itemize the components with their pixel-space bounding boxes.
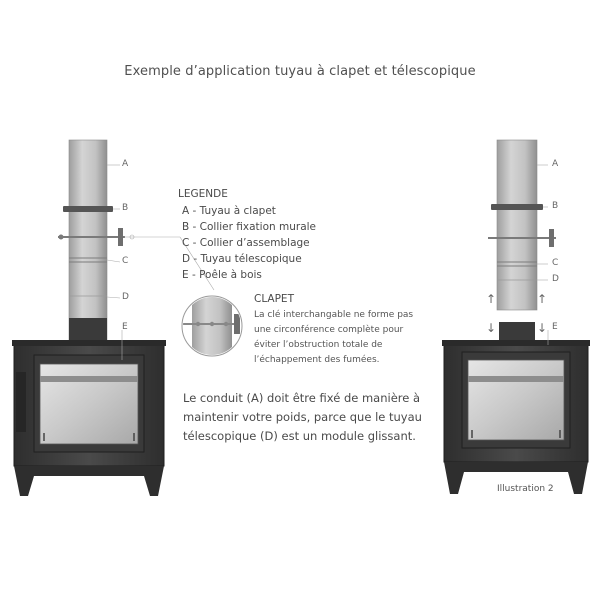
clapet-handle-left bbox=[118, 228, 123, 246]
legend-heading: LEGENDE bbox=[178, 188, 228, 200]
note-text: Le conduit (A) doit être fixé de manière… bbox=[183, 391, 422, 443]
label-c-left: C bbox=[122, 256, 129, 266]
stove-side-left bbox=[16, 372, 26, 432]
collar-b-left bbox=[63, 206, 113, 212]
legend-item-e: E - Poêle à bois bbox=[182, 269, 262, 281]
clapet-line-1: La clé interchangable ne forme pas bbox=[254, 310, 414, 320]
flue-left bbox=[69, 318, 107, 342]
page-title: Exemple d’application tuyau à clapet et … bbox=[124, 64, 476, 79]
legend-item-c: C - Collier d’assemblage bbox=[182, 237, 310, 249]
stove-glass-right bbox=[467, 359, 565, 441]
clapet-block: CLAPET La clé interchangable ne forme pa… bbox=[254, 293, 434, 368]
label-d-right: D bbox=[552, 274, 559, 284]
legend-item-b: B - Collier fixation murale bbox=[182, 221, 317, 233]
label-e-right: E bbox=[552, 322, 558, 332]
arrow-down-left: ↓ bbox=[486, 321, 497, 335]
collar-b-right bbox=[491, 204, 543, 210]
stove-legs-left bbox=[14, 466, 164, 496]
arrow-down-right: ↓ bbox=[537, 321, 548, 335]
flue-right bbox=[499, 322, 535, 342]
label-a-right: A bbox=[552, 159, 559, 169]
label-c-right: C bbox=[552, 258, 559, 268]
arrow-up-right: ↑ bbox=[537, 292, 548, 306]
left-assembly bbox=[12, 139, 166, 496]
right-assembly bbox=[442, 139, 590, 494]
leaders-right bbox=[537, 164, 549, 345]
label-d-left: D bbox=[122, 292, 129, 302]
arrow-up-left: ↑ bbox=[486, 292, 497, 306]
clapet-line-4: l’échappement des fumées. bbox=[254, 355, 380, 365]
clapet-handle-right bbox=[549, 229, 554, 247]
pipe-a-left bbox=[68, 139, 108, 341]
stove-top-right bbox=[442, 340, 590, 346]
label-b-right: B bbox=[552, 201, 559, 211]
legend-item-d: D - Tuyau télescopique bbox=[182, 253, 302, 265]
stove-glass-bar-left bbox=[40, 376, 138, 382]
clapet-line-2: une circonférence complète pour bbox=[254, 325, 404, 335]
leaders-left bbox=[106, 164, 180, 360]
leader-dot bbox=[129, 234, 135, 240]
label-e-left: E bbox=[122, 322, 128, 332]
clapet-line-3: éviter l’obstruction totale de bbox=[254, 340, 383, 350]
clapet-text: La clé interchangable ne forme pas une c… bbox=[254, 308, 434, 368]
illustration-caption: Illustration 2 bbox=[497, 484, 554, 494]
pipe-a-right bbox=[496, 139, 538, 311]
stove-top-left bbox=[12, 340, 166, 346]
legend: LEGENDE A - Tuyau à clapet B - Collier f… bbox=[178, 188, 316, 283]
legend-item-a: A - Tuyau à clapet bbox=[182, 205, 276, 217]
stove-legs-right bbox=[444, 462, 588, 494]
label-a-left: A bbox=[122, 159, 129, 169]
clapet-detail bbox=[179, 236, 243, 357]
label-b-left: B bbox=[122, 203, 129, 213]
stove-glass-bar-right bbox=[468, 376, 564, 382]
clapet-heading: CLAPET bbox=[254, 293, 294, 305]
clapet-knob-left-inner bbox=[58, 234, 64, 240]
